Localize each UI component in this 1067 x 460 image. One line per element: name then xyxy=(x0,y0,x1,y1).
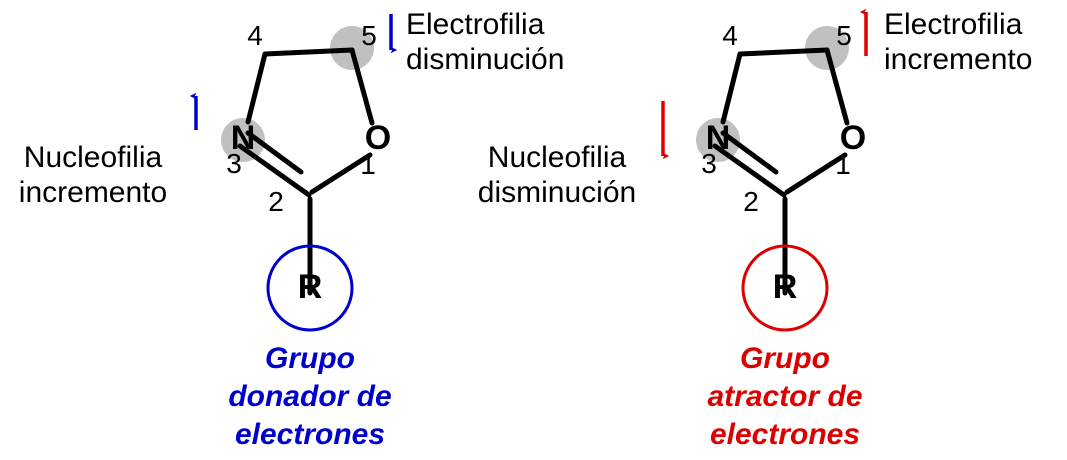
bond-c2-n3-a-right xyxy=(712,143,787,198)
bond-o1-c2-right xyxy=(784,152,848,195)
r-group-circle-left xyxy=(266,244,354,332)
locant-2-right: 2 xyxy=(743,186,759,217)
locant-4-right: 4 xyxy=(722,20,738,51)
nucleofilia-line2-left: incremento xyxy=(18,176,168,209)
bond-c4-c5-right xyxy=(737,47,830,57)
electrofilia-line1-left: Electrofilia xyxy=(406,8,545,41)
atom-label-n-right: N xyxy=(705,119,731,157)
caption-line3-left: electrones xyxy=(234,418,386,451)
bond-c2-n3-a-left xyxy=(237,143,312,198)
r-group-circle-right xyxy=(741,244,829,332)
locant-2-left: 2 xyxy=(268,186,284,217)
bond-o1-c2-left xyxy=(309,152,373,195)
bond-c4-c5-left xyxy=(262,47,355,57)
structure-right xyxy=(661,8,868,332)
r-group-label-left: R xyxy=(297,268,323,306)
highlight-circle-n3-left xyxy=(221,118,265,162)
r-group-label-right: R xyxy=(772,268,798,306)
atom-label-n-left: N xyxy=(230,119,256,157)
caption-line1-right: Grupo xyxy=(740,342,830,375)
nucleofilia-line1-right: Nucleofilia xyxy=(487,141,627,174)
electrofilia-line1-right: Electrofilia xyxy=(884,8,1023,41)
electrofilia-line2-right: incremento xyxy=(884,43,1033,76)
locant-5-left: 5 xyxy=(361,20,377,51)
bond-c5-o1-right xyxy=(824,47,850,126)
locant-3-left: 3 xyxy=(226,148,242,179)
caption-line1-left: Grupo xyxy=(265,342,355,375)
locant-4-left: 4 xyxy=(247,20,263,51)
bond-n3-c4-right xyxy=(720,51,743,125)
nucleofilia-line1-left: Nucleofilia xyxy=(23,141,163,174)
atom-label-o-left: O xyxy=(364,119,392,157)
structure-left xyxy=(189,14,398,332)
locant-1-right: 1 xyxy=(835,149,851,180)
bond-c5-o1-left xyxy=(349,47,375,126)
caption-line2-right: atractor de xyxy=(707,380,863,413)
electrofilia-line2-left: disminución xyxy=(406,43,565,76)
locant-3-right: 3 xyxy=(701,148,717,179)
atom-label-o-right: O xyxy=(839,119,867,157)
bond-c2-n3-b-right xyxy=(720,130,779,175)
bond-c2-n3-b-left xyxy=(245,130,304,175)
nucleofilia-line2-right: disminución xyxy=(477,176,637,209)
caption-line3-right: electrones xyxy=(709,418,861,451)
bond-n3-c4-left xyxy=(245,51,268,125)
caption-line2-left: donador de xyxy=(228,380,392,413)
locant-5-right: 5 xyxy=(836,20,852,51)
highlight-circle-n3-right xyxy=(696,118,740,162)
locant-1-left: 1 xyxy=(360,149,376,180)
